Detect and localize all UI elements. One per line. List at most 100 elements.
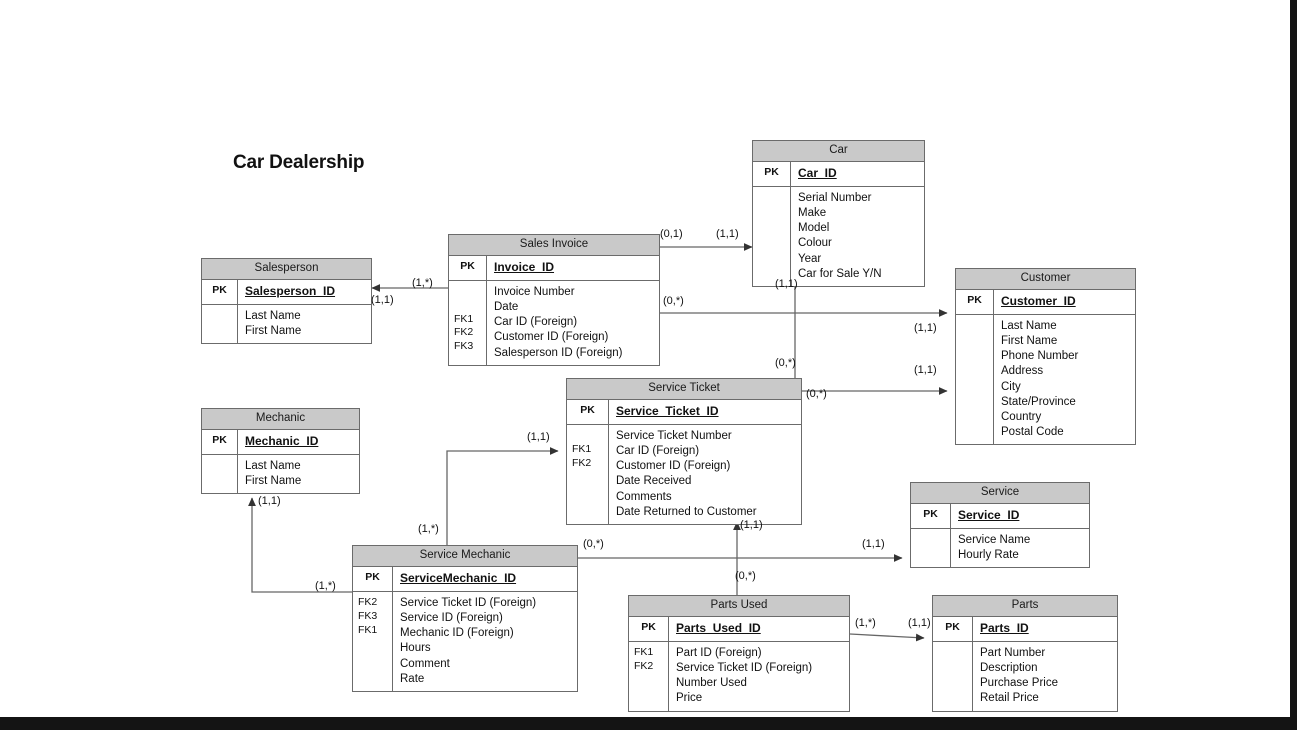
- entity-salesperson-pk-row: PK Salesperson_ID: [202, 279, 371, 305]
- entity-service-mechanic-attributes: Service Ticket ID (Foreign) Service ID (…: [393, 592, 577, 691]
- entity-service-ticket-attributes: Service Ticket Number Car ID (Foreign) C…: [609, 425, 801, 524]
- entity-parts-used-pk-label: PK: [629, 616, 669, 641]
- entity-customer-attr-row: Last Name First Name Phone Number Addres…: [956, 314, 1135, 445]
- entity-car-pk-row: PK Car_ID: [753, 161, 924, 187]
- entity-service[interactable]: Service PK Service_ID Service Name Hourl…: [910, 482, 1090, 569]
- attribute: Date Received: [616, 475, 692, 488]
- entity-parts-title: Parts: [933, 596, 1117, 617]
- fk-label: FK2: [454, 326, 474, 339]
- attribute: First Name: [245, 474, 302, 487]
- entity-service-attr-row: Service Name Hourly Rate: [911, 528, 1089, 568]
- attribute: Date Returned to Customer: [616, 505, 757, 518]
- entity-sales-invoice-pk-field: Invoice_ID: [494, 259, 555, 274]
- fk-label: [454, 285, 483, 299]
- cardinality-service-mechanic-mechanic-source: (1,*): [315, 580, 336, 592]
- attribute: Serial Number: [798, 191, 872, 204]
- entity-service-attributes: Service Name Hourly Rate: [951, 529, 1089, 567]
- entity-sales-invoice[interactable]: Sales Invoice PK Invoice_ID FK1 FK2 FK3 …: [448, 234, 660, 366]
- fk-label: FK1: [634, 645, 654, 658]
- entity-salesperson-attr-row: Last Name First Name: [202, 304, 371, 344]
- entity-parts-used[interactable]: Parts Used PK Parts_Used_ID FK1 FK2 Part…: [628, 595, 850, 712]
- attribute: Last Name: [245, 459, 301, 472]
- attribute: Last Name: [1001, 319, 1057, 332]
- entity-mechanic[interactable]: Mechanic PK Mechanic_ID Last Name First …: [201, 408, 360, 495]
- entity-car-attr-row: Serial Number Make Model Colour Year Car…: [753, 186, 924, 286]
- entity-service-mechanic[interactable]: Service Mechanic PK ServiceMechanic_ID F…: [352, 545, 578, 692]
- entity-customer[interactable]: Customer PK Customer_ID Last Name First …: [955, 268, 1136, 446]
- entity-car[interactable]: Car PK Car_ID Serial Number Make Model C…: [752, 140, 925, 287]
- entity-mechanic-attr-row: Last Name First Name: [202, 454, 359, 494]
- frame-right-bar: [1290, 0, 1297, 730]
- attribute: Service Name: [958, 533, 1031, 546]
- cardinality-parts-used-parts-source: (1,*): [855, 617, 876, 629]
- entity-service-ticket-pk-row: PK Service_Ticket_ID: [567, 399, 801, 425]
- attribute: Car ID (Foreign): [616, 444, 700, 457]
- entity-service-pk-field: Service_ID: [958, 507, 1020, 522]
- entity-service-ticket-attr-row: FK1 FK2 Service Ticket Number Car ID (Fo…: [567, 424, 801, 524]
- attribute: Service Ticket ID (Foreign): [676, 661, 813, 674]
- entity-service-mechanic-title: Service Mechanic: [353, 546, 577, 567]
- fk-label: FK2: [358, 595, 378, 608]
- entity-service-mechanic-pk-row: PK ServiceMechanic_ID: [353, 566, 577, 592]
- fk-label: [572, 429, 605, 443]
- cardinality-parts-used-service-ticket-source: (0,*): [735, 570, 756, 582]
- cardinality-service-ticket-customer-target: (1,1): [914, 364, 937, 376]
- entity-sales-invoice-pk-label: PK: [449, 255, 487, 280]
- cardinality-sales-invoice-salesperson-target: (1,1): [371, 294, 394, 306]
- cardinality-service-ticket-customer-source: (0,*): [806, 388, 827, 400]
- cardinality-service-mechanic-service-ticket-source: (1,*): [418, 523, 439, 535]
- frame-bottom-bar: [0, 717, 1297, 730]
- entity-customer-pk-row: PK Customer_ID: [956, 289, 1135, 315]
- entity-service-mechanic-fk-column: FK2 FK3 FK1: [353, 591, 393, 691]
- entity-salesperson-title: Salesperson: [202, 259, 371, 280]
- entity-salesperson-pk-field: Salesperson_ID: [245, 283, 336, 298]
- cardinality-sales-invoice-customer-source: (0,*): [663, 295, 684, 307]
- entity-service-ticket-pk-label: PK: [567, 399, 609, 424]
- link-service-mechanic-mechanic: [248, 497, 352, 593]
- attribute: Hourly Rate: [958, 548, 1019, 561]
- entity-parts-pk-row: PK Parts_ID: [933, 616, 1117, 642]
- entity-parts-pk-field: Parts_ID: [980, 620, 1029, 635]
- attribute: Last Name: [245, 309, 301, 322]
- entity-parts-used-attributes: Part ID (Foreign) Service Ticket ID (For…: [669, 642, 849, 711]
- cardinality-parts-used-parts-target: (1,1): [908, 617, 931, 629]
- attribute: First Name: [1001, 334, 1058, 347]
- attribute: Car for Sale Y/N: [798, 267, 882, 280]
- entity-parts-pk-label: PK: [933, 616, 973, 641]
- attribute: Purchase Price: [980, 677, 1058, 690]
- attribute: Mechanic ID (Foreign): [400, 627, 514, 640]
- entity-parts-used-title: Parts Used: [629, 596, 849, 617]
- fk-label: FK1: [454, 312, 474, 325]
- entity-mechanic-pk-field: Mechanic_ID: [245, 433, 319, 448]
- attribute: First Name: [245, 324, 302, 337]
- attribute: City: [1001, 380, 1021, 393]
- cardinality-service-ticket-car-source: (0,*): [775, 357, 796, 369]
- entity-mechanic-attributes: Last Name First Name: [238, 455, 359, 493]
- entity-parts-used-attr-row: FK1 FK2 Part ID (Foreign) Service Ticket…: [629, 641, 849, 711]
- fk-label: FK2: [572, 456, 592, 469]
- entity-mechanic-pk-row: PK Mechanic_ID: [202, 429, 359, 455]
- entity-parts[interactable]: Parts PK Parts_ID Part Number Descriptio…: [932, 595, 1118, 712]
- entity-service-ticket[interactable]: Service Ticket PK Service_Ticket_ID FK1 …: [566, 378, 802, 525]
- attribute: Year: [798, 252, 822, 265]
- attribute: Salesperson ID (Foreign): [494, 346, 623, 359]
- cardinality-sales-invoice-car-source: (0,1): [660, 228, 683, 240]
- fk-label: FK3: [454, 340, 474, 353]
- entity-salesperson[interactable]: Salesperson PK Salesperson_ID Last Name …: [201, 258, 372, 345]
- entity-sales-invoice-pk-row: PK Invoice_ID: [449, 255, 659, 281]
- entity-customer-pk-field: Customer_ID: [1001, 293, 1076, 308]
- attribute: State/Province: [1001, 395, 1076, 408]
- entity-customer-title: Customer: [956, 269, 1135, 290]
- entity-service-mechanic-pk-field: ServiceMechanic_ID: [400, 570, 517, 585]
- fk-label: [454, 299, 483, 313]
- attribute: Customer ID (Foreign): [494, 331, 609, 344]
- entity-service-mechanic-pk-label: PK: [353, 566, 393, 591]
- entity-parts-attributes: Part Number Description Purchase Price R…: [973, 642, 1117, 711]
- entity-parts-used-pk-row: PK Parts_Used_ID: [629, 616, 849, 642]
- attribute: Price: [676, 692, 703, 705]
- attribute: Comment: [400, 657, 450, 670]
- attribute: Service Ticket ID (Foreign): [400, 596, 537, 609]
- entity-service-title: Service: [911, 483, 1089, 504]
- attribute: Date: [494, 300, 519, 313]
